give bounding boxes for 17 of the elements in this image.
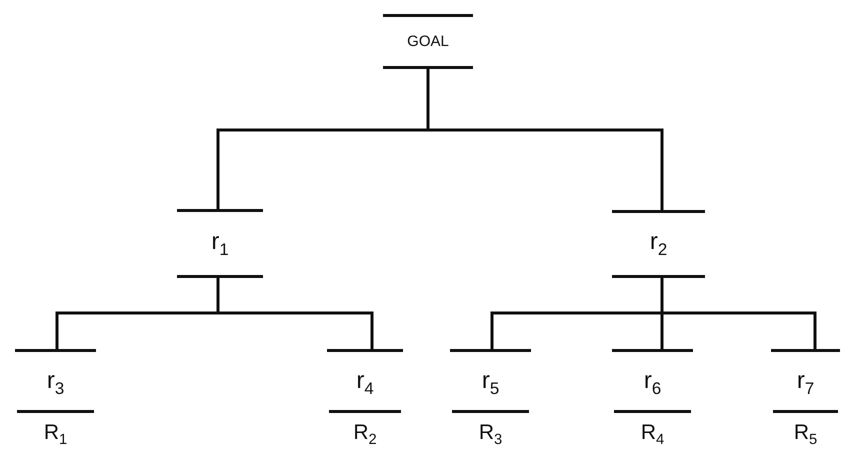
node-label: GOAL [407,33,449,50]
node-label: r$_{7}$ [796,366,816,400]
bar-node [612,210,705,278]
node-label: r$_{6}$ [642,366,662,400]
node-label: r$_{4}$ [355,366,375,400]
node-label: r$_{5}$ [480,366,500,400]
node-label: r$_{1}$ [211,228,229,260]
bar-node [383,14,473,69]
node-label: R$_{1}$ [42,420,68,450]
node-label: R$_{2}$ [352,420,378,450]
node-label: R$_{5}$ [792,420,818,450]
bar-node [177,209,263,278]
node-label: R$_{3}$ [478,420,504,450]
node-label: r$_{3}$ [46,366,66,400]
node-label: r$_{2}$ [650,228,668,260]
node-label: R$_{4}$ [640,420,666,450]
connector-line [426,69,664,210]
